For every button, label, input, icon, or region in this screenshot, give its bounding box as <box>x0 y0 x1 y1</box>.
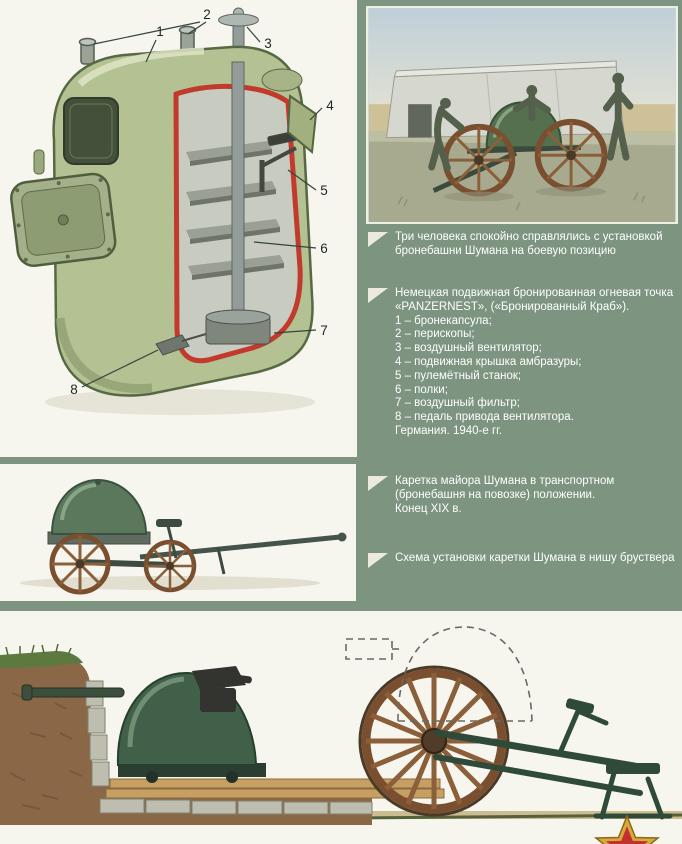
caption-photo-text: Три человека спокойно справлялись с уста… <box>395 231 663 257</box>
carriage-frame <box>433 708 656 796</box>
caption-carriage-period: Конец XIX в. <box>395 502 462 515</box>
caption-carriage: Каретка майора Шумана в транспортном (бр… <box>368 475 680 516</box>
legend-item: 4 – подвижная крышка амбразуры; <box>395 355 582 368</box>
capsule-shadow <box>45 389 315 415</box>
caption-photo: Три человека спокойно справлялись с уста… <box>368 231 680 259</box>
caption-scheme-text: Схема установки каретки Шумана в нишу бр… <box>395 552 675 564</box>
soldiers-painting-panel <box>366 6 678 224</box>
cutaway-illustration-panel: 1 2 3 4 5 6 7 8 <box>0 0 357 457</box>
dashed-turret-outline <box>345 626 533 722</box>
legend-intro: Немецкая подвижная бронированная огневая… <box>395 287 674 313</box>
callout-8: 8 <box>70 382 78 397</box>
timber-planks <box>105 778 445 799</box>
star-emblem-icon <box>593 813 661 844</box>
embrasure-cover <box>286 94 318 154</box>
grass <box>0 651 83 668</box>
roof-highlight <box>77 47 205 87</box>
body-shading <box>55 317 153 393</box>
emplacement-scheme-drawing <box>0 626 682 825</box>
scheme-illustration-panel <box>0 611 682 844</box>
callout-2: 2 <box>203 7 211 22</box>
callout-7: 7 <box>320 323 328 338</box>
carriage-wheel-left <box>442 123 516 197</box>
caption-legend: Немецкая подвижная бронированная огневая… <box>368 287 680 439</box>
legend-item: 8 – педаль привода вентилятора. <box>395 411 574 424</box>
callout-6: 6 <box>320 241 328 256</box>
soldier-middle <box>512 85 551 122</box>
legend-body: Немецкая подвижная бронированная огневая… <box>395 287 680 439</box>
vision-port <box>63 97 119 165</box>
legend-item: 2 – перископы; <box>395 328 475 341</box>
transport-wheel <box>358 665 510 817</box>
carriage-illustration-panel <box>0 464 356 601</box>
handle-seat <box>565 698 595 714</box>
turret-in-niche <box>21 666 258 766</box>
legend-item: 7 – воздушный фильтр; <box>395 397 520 410</box>
entry-hatch-door <box>10 172 117 267</box>
star-emblem <box>593 813 662 844</box>
legend-item: 6 – полки; <box>395 383 448 396</box>
callout-numbers: 1 2 3 4 5 6 7 8 <box>70 7 334 397</box>
panzernest-cutaway-drawing: 1 2 3 4 5 6 7 8 <box>10 7 334 415</box>
armored-dome <box>47 478 151 545</box>
caption-triangle-icon <box>368 553 388 568</box>
caption-triangle-icon <box>368 476 388 491</box>
cutaway-interior <box>155 61 313 364</box>
callout-4: 4 <box>326 98 334 113</box>
trail-pole <box>139 534 341 560</box>
gun-barrel <box>21 684 125 701</box>
legend-item: 1 – бронекапсула; <box>395 314 492 327</box>
caption-triangle-icon <box>368 232 388 247</box>
rear-stand <box>593 770 673 820</box>
stone-revetment <box>85 680 373 815</box>
air-filter <box>205 309 271 345</box>
legend-item: 3 – воздушный вентилятор; <box>395 342 542 355</box>
schumann-carriage-drawing <box>20 478 347 595</box>
callout-lines <box>81 21 323 388</box>
callout-3: 3 <box>264 36 272 51</box>
callout-1: 1 <box>156 24 164 39</box>
legend-item: 5 – пулемётный станок; <box>395 369 522 382</box>
soldier-left <box>428 97 465 172</box>
side-handle <box>33 149 45 175</box>
wheel-rear <box>143 539 197 593</box>
open-hatch-mg <box>192 666 252 712</box>
vent-pedal <box>155 333 207 356</box>
carriage-wheel-right <box>534 118 608 192</box>
ventilator-duct <box>231 61 245 321</box>
soldier-right <box>602 72 634 161</box>
caption-scheme: Схема установки каретки Шумана в нишу бр… <box>368 552 680 568</box>
callout-5: 5 <box>320 183 328 198</box>
legend-footer: Германия. 1940-е гг. <box>395 424 503 437</box>
grass-tufts <box>397 192 646 211</box>
driver-seat <box>156 519 182 527</box>
caption-carriage-text: Каретка майора Шумана в транспортном (бр… <box>395 475 615 501</box>
soldiers-moving-turret-painting <box>368 8 676 222</box>
wheel-front <box>49 533 111 595</box>
caption-triangle-icon <box>368 288 388 303</box>
rear-housing <box>261 68 303 92</box>
